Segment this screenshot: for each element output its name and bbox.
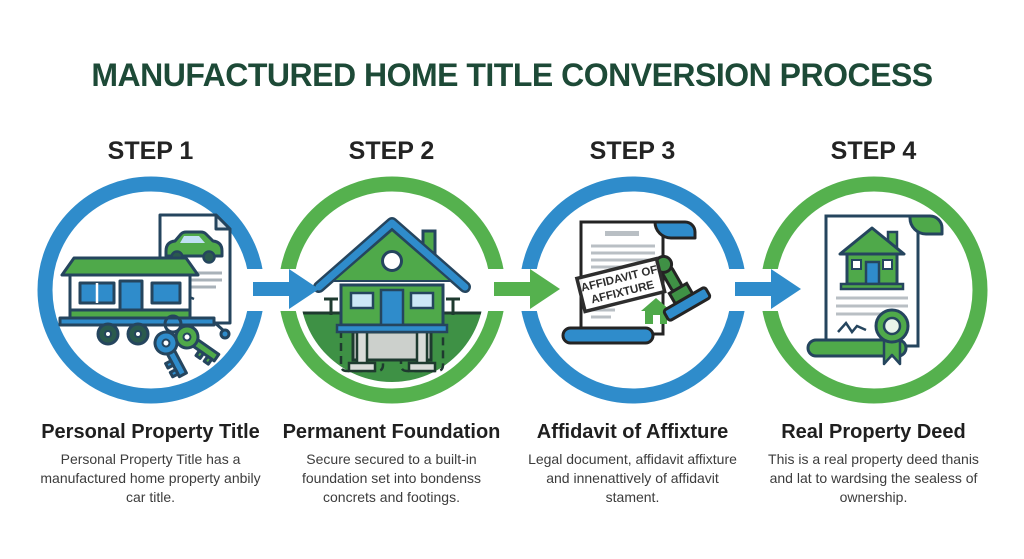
step-2-title: Permanent Foundation (282, 421, 501, 443)
house-on-permanent-foundation-icon (299, 195, 484, 382)
arrow-step3-to-step4-icon (735, 269, 801, 309)
arrow-step2-to-step3-icon (494, 269, 560, 309)
step-1-label: STEP 1 (107, 137, 194, 165)
step-1-title: Personal Property Title (41, 421, 260, 443)
step-2-label: STEP 2 (348, 137, 435, 165)
step-1-description: Personal Property Title has a manufactur… (40, 451, 261, 505)
step-2-column: STEP 2 (271, 133, 512, 507)
arrow-step1-to-step2-icon (253, 269, 319, 309)
steps-row: STEP 1 (30, 133, 994, 507)
step-4-description: This is a real property deed thanis and … (768, 451, 979, 505)
step-4-circle (758, 175, 989, 405)
affidavit-document-with-stamp-icon: AFFIDAVIT OF AFFIXTURE (543, 200, 723, 380)
step-2-description: Secure secured to a built-in foundation … (301, 451, 482, 505)
step-3-title: Affidavit of Affixture (536, 421, 729, 443)
step-4-column: STEP 4 (753, 133, 994, 507)
step-1-column: STEP 1 (30, 133, 271, 507)
page-title: MANUFACTURED HOME TITLE CONVERSION PROCE… (91, 57, 933, 93)
step-3-column: STEP 3 (512, 133, 753, 507)
step-4-title: Real Property Deed (781, 421, 966, 443)
step-3-label: STEP 3 (589, 137, 676, 165)
step-4-label: STEP 4 (830, 137, 917, 165)
step-1-circle (36, 175, 266, 405)
manufactured-home-car-title-keys-icon (56, 195, 246, 385)
step-3-circle: AFFIDAVIT OF AFFIXTURE (517, 175, 748, 405)
step-3-description: Legal document, affidavit affixture and … (528, 451, 737, 505)
property-deed-with-ribbon-seal-icon (784, 200, 964, 380)
step-2-circle (276, 175, 507, 405)
